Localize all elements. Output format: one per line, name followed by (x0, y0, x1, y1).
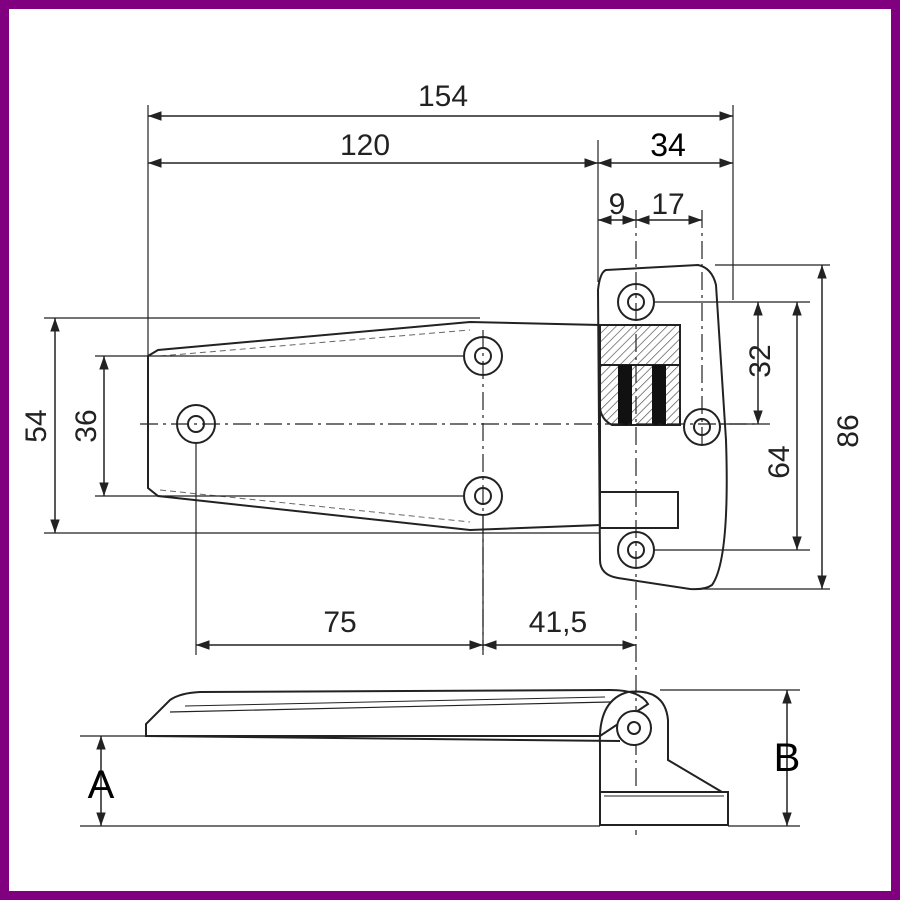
label-offset-a: A (88, 763, 115, 807)
side-dimension-lines (96, 690, 792, 826)
dim-knuckle-outer-spacing: 64 (763, 445, 796, 478)
side-labels: A B (88, 736, 801, 807)
hinge-knuckle-body (596, 263, 728, 591)
side-extension-lines (80, 689, 800, 827)
dim-knuckle-width: 34 (650, 127, 686, 163)
extension-lines (44, 105, 830, 655)
dim-leaf-height: 54 (20, 409, 53, 442)
side-leaf-profile (145, 688, 650, 737)
hole-knuckle-bottom (617, 531, 655, 569)
drawing-frame (9, 9, 891, 891)
dim-hole-to-pin: 41,5 (529, 606, 587, 639)
dim-leaf-length: 120 (340, 129, 390, 162)
dim-overall-height: 86 (832, 414, 865, 447)
dim-pin-offset: 9 (609, 188, 626, 221)
dim-leaf-hole-spacing: 36 (70, 409, 103, 442)
dim-hole-to-hole: 75 (323, 606, 356, 639)
dimension-labels: 154 120 34 9 17 54 36 32 64 86 75 41,5 (20, 80, 865, 639)
label-offset-b: B (774, 736, 801, 780)
hinge-side-view (145, 688, 729, 826)
dim-knuckle-hole-spacing: 32 (744, 344, 777, 377)
knuckle-barrel-lower (599, 491, 679, 529)
knuckle-barrel-section (599, 324, 681, 366)
dimension-lines (50, 111, 827, 650)
dim-knuckle-hole-offset: 17 (651, 188, 684, 221)
hinge-top-view (147, 263, 728, 591)
side-base-block (599, 791, 729, 826)
dim-overall-length: 154 (418, 80, 468, 113)
side-knuckle (598, 690, 726, 793)
mounting-holes (176, 283, 721, 569)
